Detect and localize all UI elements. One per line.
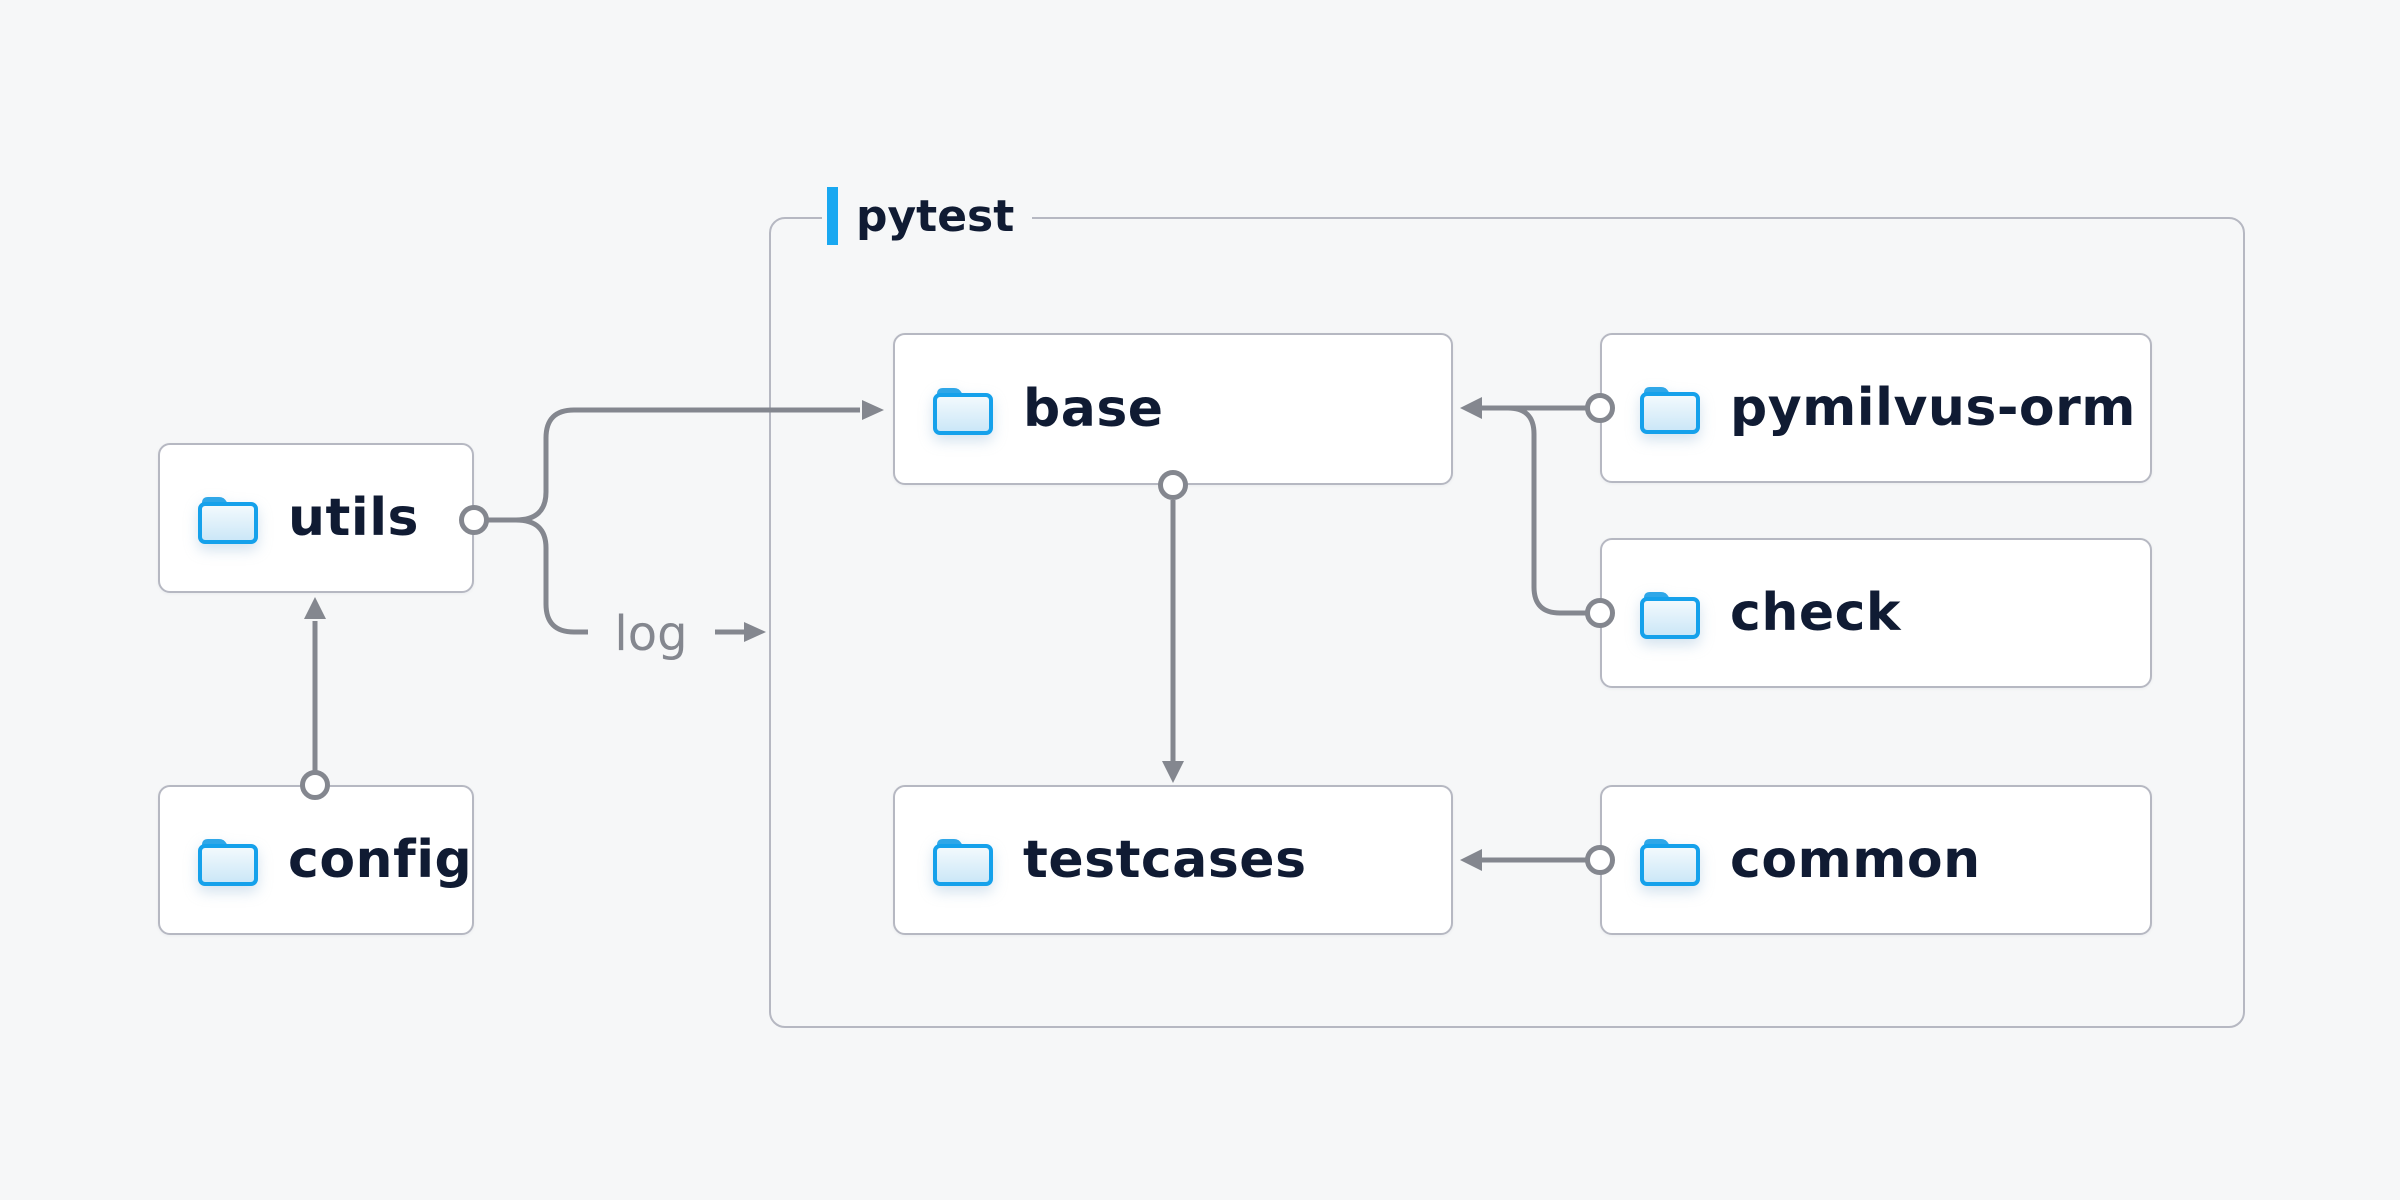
folder-icon	[1640, 839, 1700, 886]
node-label: common	[1730, 830, 1981, 890]
node-common: common	[1600, 785, 2152, 935]
folder-icon	[933, 839, 993, 886]
node-utils: utils	[158, 443, 474, 593]
folder-body	[1640, 392, 1700, 434]
node-label: utils	[288, 488, 419, 548]
node-pymilvus-orm: pymilvus-orm	[1600, 333, 2152, 483]
pytest-container	[769, 217, 2245, 1028]
node-label: config	[288, 830, 473, 890]
arrowhead-up-icon	[304, 597, 326, 619]
node-label: pymilvus-orm	[1730, 378, 2136, 438]
folder-body	[1640, 597, 1700, 639]
folder-icon	[933, 388, 993, 435]
folder-body	[933, 393, 993, 435]
edge-label-log: log	[614, 606, 688, 662]
node-label: base	[1023, 379, 1164, 439]
folder-icon	[198, 497, 258, 544]
node-label: check	[1730, 583, 1902, 643]
node-check: check	[1600, 538, 2152, 688]
folder-body	[933, 844, 993, 886]
node-config: config	[158, 785, 474, 935]
folder-icon	[198, 839, 258, 886]
arrowhead-right-icon	[744, 622, 766, 642]
node-label: testcases	[1023, 830, 1307, 890]
node-testcases: testcases	[893, 785, 1453, 935]
folder-body	[198, 844, 258, 886]
node-base: base	[893, 333, 1453, 485]
folder-body	[198, 502, 258, 544]
edge-line	[515, 517, 588, 635]
pytest-label: pytest	[822, 187, 1033, 245]
folder-icon	[1640, 387, 1700, 434]
folder-icon	[1640, 592, 1700, 639]
edge-config-utils	[300, 597, 330, 800]
folder-body	[1640, 844, 1700, 886]
accent-bar	[827, 187, 838, 245]
pytest-label-text: pytest	[856, 190, 1015, 242]
